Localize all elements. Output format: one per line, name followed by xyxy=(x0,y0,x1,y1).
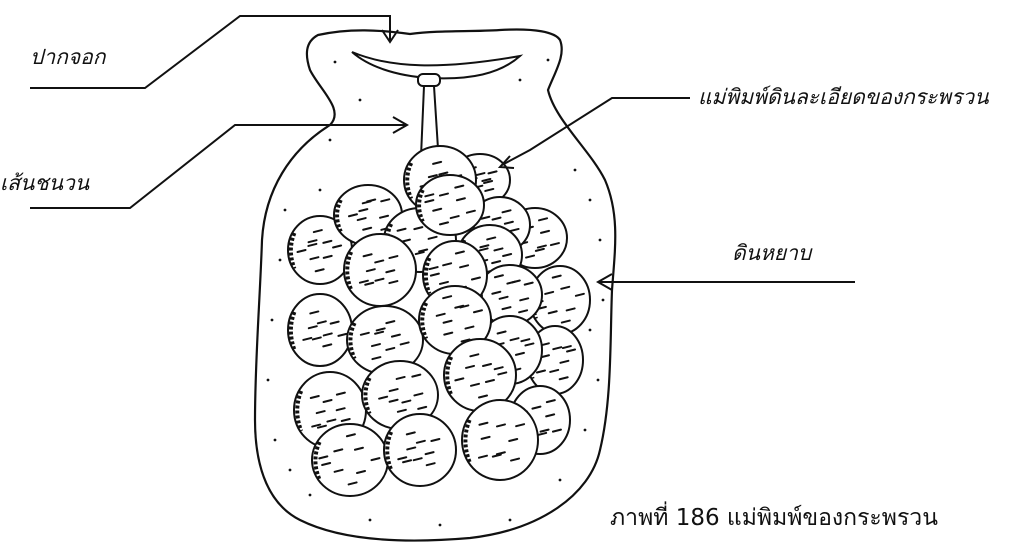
clay-granule xyxy=(312,424,388,496)
speckle-dot xyxy=(509,519,512,522)
speckle-dot xyxy=(369,519,372,522)
speckle-dot xyxy=(584,429,587,432)
speckle-dot xyxy=(319,189,322,192)
speckle-dot xyxy=(574,169,577,172)
clay-granule xyxy=(384,414,456,486)
speckle-dot xyxy=(519,79,522,82)
speckle-dot xyxy=(284,209,287,212)
clay-granule xyxy=(288,294,352,366)
speckle-dot xyxy=(334,61,337,64)
speckle-dot xyxy=(279,259,282,262)
speckle-dot xyxy=(267,379,270,382)
label-coarse-clay: ดินหยาบ xyxy=(732,241,813,265)
speckle-dot xyxy=(602,299,605,302)
clay-granule xyxy=(416,175,484,235)
label-sprue: เส้นชนวน xyxy=(0,171,90,195)
speckle-dot xyxy=(439,524,442,527)
speckle-dot xyxy=(359,99,362,102)
figure-caption: ภาพที่ 186 แม่พิมพ์ของกระพรวน xyxy=(610,501,938,531)
speckle-dot xyxy=(289,469,292,472)
clay-granule xyxy=(344,234,416,306)
speckle-dot xyxy=(547,59,550,62)
speckle-dot xyxy=(309,494,312,497)
speckle-dot xyxy=(597,379,600,382)
speckle-dot xyxy=(589,199,592,202)
speckle-dot xyxy=(271,319,274,322)
clay-granule xyxy=(462,400,538,480)
speckle-dot xyxy=(274,439,277,442)
speckle-dot xyxy=(559,479,562,482)
speckle-dot xyxy=(599,239,602,242)
speckle-dot xyxy=(589,329,592,332)
label-mouth: ปากจอก xyxy=(30,45,107,69)
label-fine-clay-mold: แม่พิมพ์ดินละเอียดของกระพรวน xyxy=(698,85,989,109)
speckle-dot xyxy=(329,139,332,142)
